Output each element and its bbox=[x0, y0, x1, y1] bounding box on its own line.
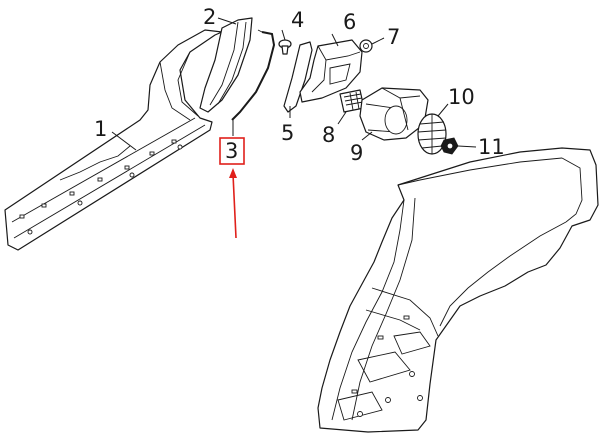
leader-1 bbox=[111, 131, 137, 151]
leader-11 bbox=[457, 145, 477, 148]
callout-10: 10 bbox=[448, 85, 475, 109]
leader-10 bbox=[437, 103, 449, 117]
leader-4 bbox=[281, 29, 286, 41]
callout-11: 11 bbox=[478, 135, 505, 159]
part-3-weatherstrip bbox=[231, 29, 276, 121]
leader-8 bbox=[337, 111, 347, 125]
callout-5: 5 bbox=[281, 121, 294, 145]
highlight-part-3 bbox=[219, 137, 245, 239]
quarter-panel bbox=[317, 147, 599, 433]
part-2-pillar-trim bbox=[199, 17, 253, 113]
callout-6: 6 bbox=[343, 10, 356, 34]
callout-4: 4 bbox=[291, 8, 304, 32]
part-4-clip bbox=[278, 39, 292, 55]
part-1-rocker-panel bbox=[4, 29, 223, 251]
highlight-box bbox=[219, 137, 245, 165]
part-7-nut bbox=[359, 39, 373, 53]
part-11-fastener bbox=[440, 137, 459, 155]
callout-labels: 1 2 3 4 5 6 7 8 9 10 11 bbox=[94, 5, 505, 165]
part-9-air-duct bbox=[359, 87, 429, 141]
callout-8: 8 bbox=[322, 123, 335, 147]
part-10-vent-flap bbox=[417, 113, 447, 155]
highlight-arrow bbox=[232, 173, 237, 239]
leader-6 bbox=[331, 33, 339, 47]
leader-7 bbox=[371, 37, 385, 45]
leader-2 bbox=[217, 17, 237, 25]
callout-1: 1 bbox=[94, 117, 107, 141]
callout-2: 2 bbox=[203, 5, 216, 29]
callout-9: 9 bbox=[350, 141, 363, 165]
part-5-trim-strip bbox=[283, 41, 313, 113]
callout-3: 3 bbox=[225, 139, 238, 163]
highlight-arrowhead bbox=[229, 168, 237, 178]
callout-7: 7 bbox=[387, 25, 400, 49]
part-6-bracket bbox=[299, 39, 363, 103]
leader-9 bbox=[361, 131, 373, 141]
leader-lines bbox=[111, 17, 477, 151]
